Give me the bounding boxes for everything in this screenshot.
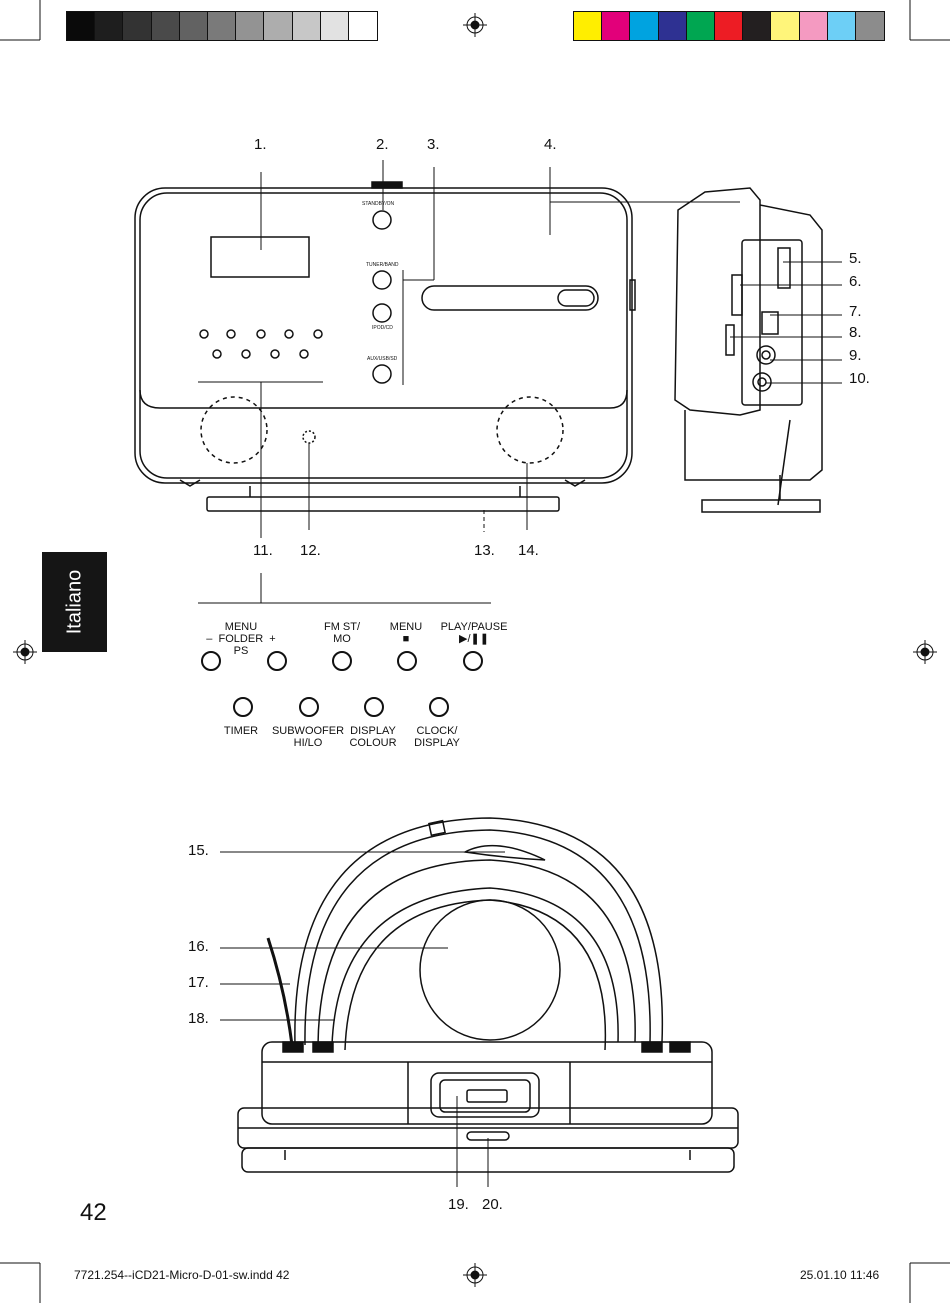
- callout-5: 5.: [849, 250, 862, 267]
- footer-date: 25.01.10 11:46: [800, 1268, 880, 1282]
- clock-display-label: CLOCK/ DISPLAY: [414, 725, 460, 749]
- display-window: [210, 236, 310, 278]
- gray-swatch: [347, 11, 379, 41]
- callout-1: 1.: [254, 136, 267, 153]
- fm-st-mo-button[interactable]: [332, 651, 352, 671]
- language-tab: Italiano: [42, 552, 107, 652]
- menu-stop-button[interactable]: [397, 651, 417, 671]
- gray-swatch: [235, 11, 266, 41]
- device-side-illustration: [674, 187, 823, 513]
- color-swatch: [770, 11, 801, 41]
- play-pause-label: PLAY/PAUSE ▶/❚❚: [440, 621, 508, 645]
- gray-swatch: [206, 11, 238, 41]
- timer-label: TIMER: [223, 725, 259, 737]
- color-swatch: [742, 11, 773, 41]
- callout-10: 10.: [849, 370, 870, 387]
- color-swatch: [685, 11, 716, 41]
- subwoofer-button[interactable]: [299, 697, 319, 717]
- registration-mark-right: [913, 640, 937, 664]
- callout-16: 16.: [188, 938, 209, 955]
- subwoofer-label: SUBWOOFER HI/LO: [271, 725, 345, 749]
- color-swatch: [601, 11, 632, 41]
- gray-swatch: [263, 11, 294, 41]
- gray-swatch: [150, 11, 181, 41]
- registration-mark-left: [13, 640, 37, 664]
- callout-9: 9.: [849, 347, 862, 364]
- gray-swatch: [178, 11, 209, 41]
- standby-label: STANDBY/ON: [362, 201, 395, 207]
- callout-2: 2.: [376, 136, 389, 153]
- clock-display-button[interactable]: [429, 697, 449, 717]
- gray-swatch: [291, 11, 322, 41]
- gray-swatch: [65, 11, 97, 41]
- menu-stop-label: MENU ■: [389, 621, 423, 645]
- timer-button[interactable]: [233, 697, 253, 717]
- folder-plus-button[interactable]: [267, 651, 287, 671]
- callout-19: 19.: [448, 1196, 469, 1213]
- callout-13: 13.: [474, 542, 495, 559]
- play-pause-button[interactable]: [463, 651, 483, 671]
- callout-14: 14.: [518, 542, 539, 559]
- callout-12: 12.: [300, 542, 321, 559]
- color-swatch: [713, 11, 745, 41]
- color-swatch: [798, 11, 829, 41]
- callout-18: 18.: [188, 1010, 209, 1027]
- callout-17: 17.: [188, 974, 209, 991]
- tuner-label: TUNER/BAND: [366, 262, 399, 268]
- page-number: 42: [80, 1199, 107, 1226]
- footer-filename: 7721.254--iCD21-Micro-D-01-sw.indd 42: [74, 1268, 290, 1282]
- folder-minus-button[interactable]: [201, 651, 221, 671]
- callout-15: 15.: [188, 842, 209, 859]
- display-colour-button[interactable]: [364, 697, 384, 717]
- gray-swatch: [319, 11, 350, 41]
- callout-7: 7.: [849, 303, 862, 320]
- callout-11: 11.: [253, 542, 273, 559]
- menu-folder-label: MENU – FOLDER + PS: [206, 621, 276, 657]
- aux-label: AUX/USB/SD: [367, 356, 398, 362]
- display-colour-label: DISPLAY COLOUR: [349, 725, 397, 749]
- callout-6: 6.: [849, 273, 862, 290]
- gray-swatch: [94, 11, 125, 41]
- gray-swatch: [122, 11, 153, 41]
- registration-mark-top: [463, 13, 487, 37]
- color-swatch: [572, 11, 604, 41]
- ipod-label: IPOD/CD: [372, 325, 393, 331]
- callout-20: 20.: [482, 1196, 503, 1213]
- callout-4: 4.: [544, 136, 557, 153]
- registration-mark-bottom: [463, 1263, 487, 1287]
- color-swatch: [826, 11, 857, 41]
- color-swatch: [854, 11, 886, 41]
- callout-3: 3.: [427, 136, 440, 153]
- color-swatch: [657, 11, 688, 41]
- color-swatch: [629, 11, 660, 41]
- callout-8: 8.: [849, 324, 862, 341]
- fm-st-mo-label: FM ST/ MO: [323, 621, 361, 645]
